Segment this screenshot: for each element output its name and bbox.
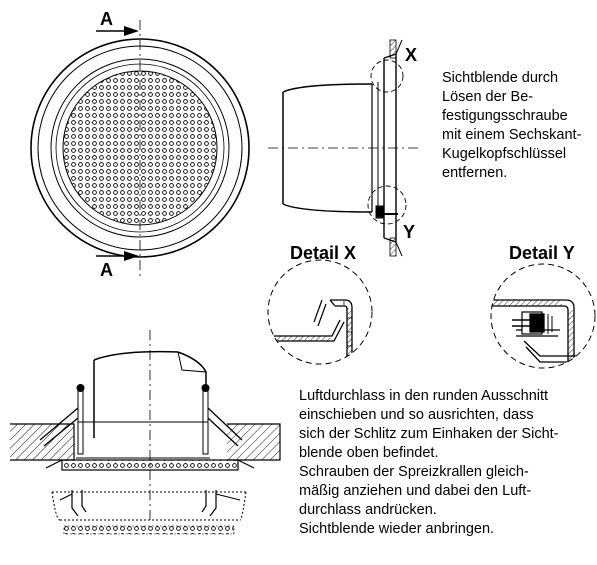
- detail-y-title: Detail Y: [509, 243, 575, 263]
- installation-line: Sichtblende wieder anbringen.: [299, 521, 495, 537]
- marker-y-label: Y: [403, 222, 416, 242]
- removal-line: Lösen der Be-: [442, 89, 534, 105]
- section-a-top-label: A: [100, 9, 113, 29]
- installation-line: mäßig anziehen und dabei den Luft-: [299, 483, 532, 499]
- detail-x-drawing: [267, 259, 373, 365]
- removal-line: entfernen.: [442, 165, 508, 181]
- installation-line: sich der Schlitz zum Einhaken der Sicht-: [299, 426, 559, 442]
- section-a-bottom-label: A: [100, 260, 113, 280]
- installation-view: [10, 330, 281, 520]
- installation-line: Schrauben der Spreizkrallen gleich-: [299, 464, 529, 480]
- installation-line: Luftdurchlass in den runden Ausschnitt: [299, 388, 549, 404]
- removal-line: Kugelkopfschlüssel: [442, 146, 567, 162]
- installation-line: durchlass andrücken.: [299, 502, 437, 518]
- removal-instructions: Sichtblende durch Lösen der Be- festigun…: [442, 69, 581, 183]
- installation-line: blende oben befindet.: [299, 445, 439, 461]
- removal-line: mit einem Sechskant-: [442, 127, 582, 143]
- side-section-view: [268, 39, 418, 257]
- marker-x-label: X: [405, 45, 418, 65]
- installation-instructions: Luftdurchlass in den runden Ausschnitt e…: [299, 387, 559, 539]
- removal-line: Sichtblende durch: [442, 70, 559, 86]
- front-view: [30, 20, 250, 278]
- detail-y-drawing: [490, 263, 596, 369]
- removed-plate-view: [51, 490, 247, 535]
- detail-x-title: Detail X: [290, 243, 357, 263]
- installation-line: einschieben und so ausrichten, dass: [299, 407, 534, 423]
- removal-line: festigungsschraube: [442, 108, 568, 124]
